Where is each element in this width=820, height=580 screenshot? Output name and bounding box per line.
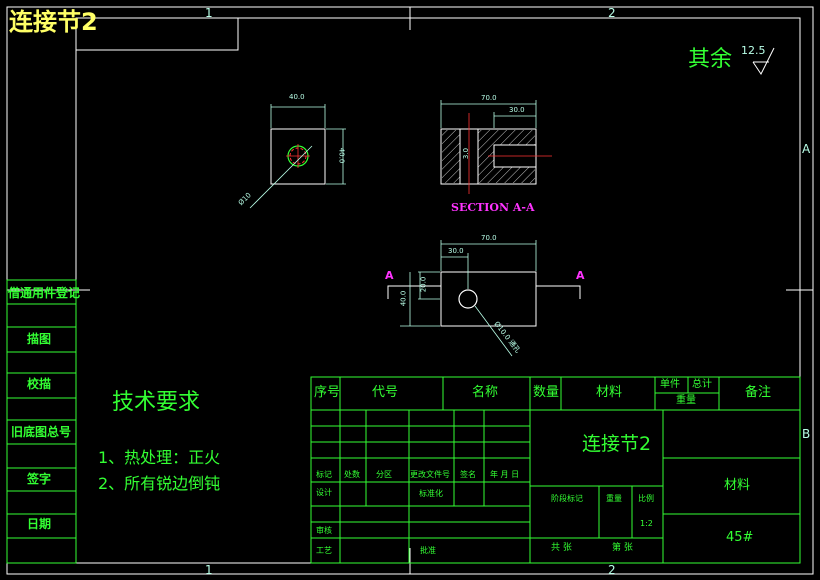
rev-mark: 标记 [316, 470, 332, 479]
zone-row-b: B [802, 427, 811, 441]
left-col-register: 借通用件登记 [8, 286, 81, 300]
left-column-frame [6, 279, 77, 564]
zone-col-1-bottom: 1 [205, 563, 213, 577]
weight-label: 重量 [606, 494, 622, 503]
roughness-label: 其余 [688, 47, 733, 72]
front-inner-dim: 20.0 [419, 276, 428, 293]
zone-col-1-top: 1 [205, 6, 213, 20]
cut-mark-left: A [385, 269, 394, 282]
left-col-date: 日期 [27, 517, 52, 531]
hdr-unit: 单件 [660, 379, 680, 390]
top-view [249, 104, 346, 209]
left-col-old-number: 旧底图总号 [11, 425, 72, 439]
left-col-check: 校描 [27, 377, 52, 391]
hdr-total: 总计 [692, 379, 712, 390]
zone-col-2-bottom: 2 [608, 563, 616, 577]
hdr-remark: 备注 [745, 385, 772, 400]
approve-label: 批准 [420, 546, 436, 555]
front-overall-dim: 70.0 [481, 234, 497, 242]
hdr-index: 序号 [314, 385, 341, 400]
title-box [76, 18, 239, 51]
left-col-trace: 描图 [27, 332, 52, 346]
zone-row-a: A [802, 142, 811, 156]
section-slot-length-dim: 30.0 [509, 106, 525, 114]
section-view [440, 100, 552, 194]
scale-label: 比例 [638, 494, 654, 503]
rev-zone: 分区 [376, 470, 392, 479]
rev-sign: 签名 [460, 470, 476, 479]
sheet-number: 第 张 [612, 543, 633, 553]
front-view [387, 240, 581, 357]
top-view-height-dim: 40.0 [337, 147, 346, 164]
front-height-dim: 40.0 [399, 290, 408, 307]
material-value: 45# [726, 530, 754, 545]
scale-value: 1:2 [640, 519, 653, 528]
tech-item-1: 1、热处理：正火 [98, 448, 221, 467]
rev-date: 年 月 日 [490, 470, 520, 479]
rev-file: 更改文件号 [410, 470, 450, 479]
roughness-symbol [752, 47, 775, 75]
part-name: 连接节2 [582, 433, 652, 455]
rev-count: 处数 [344, 470, 360, 479]
material-label: 材料 [724, 478, 751, 493]
sheet-total: 共 张 [551, 543, 572, 553]
tech-heading: 技术要求 [112, 390, 201, 415]
zone-col-2-top: 2 [608, 6, 616, 20]
hdr-material: 材料 [596, 385, 623, 400]
stage-mark-label: 阶段标记 [551, 494, 583, 503]
front-view-hole [458, 289, 478, 309]
section-caption: SECTION A-A [451, 201, 535, 214]
cut-mark-right: A [576, 269, 585, 282]
left-col-sign: 签字 [27, 472, 52, 486]
top-view-width-dim: 40.0 [289, 93, 305, 101]
review-label: 审核 [316, 526, 332, 535]
front-offset-dim: 30.0 [448, 247, 464, 255]
hdr-name: 名称 [472, 385, 499, 400]
standard-label: 标准化 [419, 489, 443, 498]
hdr-code: 代号 [372, 385, 399, 400]
process-label: 工艺 [316, 546, 332, 555]
section-slot-width-dim: 3.0 [462, 147, 471, 160]
tech-item-2: 2、所有锐边倒钝 [98, 474, 221, 493]
hdr-weight: 重量 [676, 395, 696, 406]
title-block-grid [310, 376, 801, 564]
section-overall-dim: 70.0 [481, 94, 497, 102]
roughness-value: 12.5 [741, 44, 766, 57]
drawing-title: 连接节2 [9, 8, 98, 36]
hdr-qty: 数量 [533, 385, 560, 400]
design-label: 设计 [316, 488, 332, 497]
